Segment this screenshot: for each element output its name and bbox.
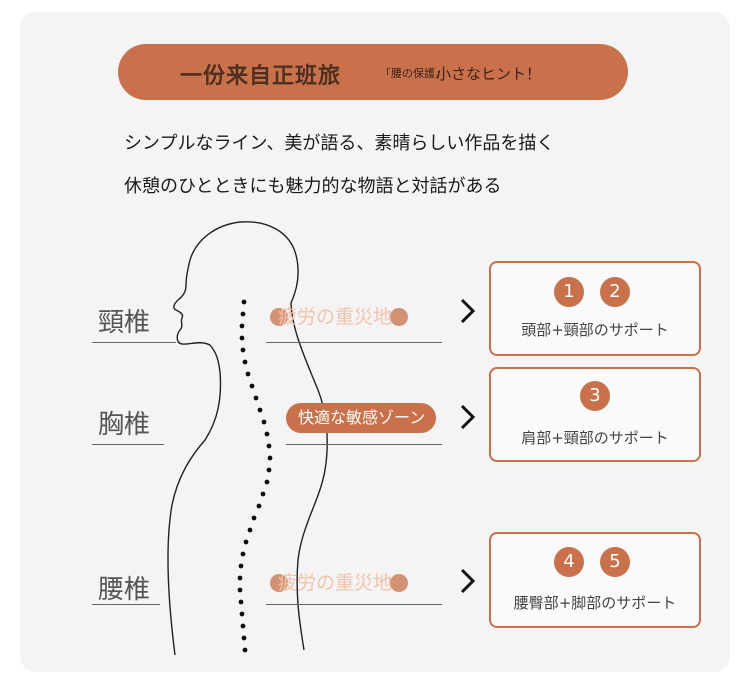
region-label-lumbar: 腰椎: [98, 575, 151, 605]
number-badge: 5: [600, 547, 630, 577]
region-label-thoracic: 胸椎: [98, 410, 151, 440]
tag-dot-right: [390, 574, 408, 592]
tag-cervical: 疲労の重災地: [268, 302, 428, 332]
tag-dot-right: [390, 308, 408, 326]
support-box-thoracic: 3 肩部+頸部のサポート: [489, 367, 701, 462]
underline-lumbar: [92, 604, 160, 605]
number-badge: 4: [554, 547, 584, 577]
number-badge: 3: [580, 381, 610, 411]
tag-dot-left: [270, 574, 288, 592]
support-box-cervical: 1 2 頭部+頸部のサポート: [489, 261, 701, 356]
banner-subtitle: 「腰の保護」: [380, 67, 446, 80]
banner-title: 一份来自正班旅: [180, 64, 342, 89]
tag-underline-thoracic: [286, 444, 442, 445]
chevron-right-icon: [460, 568, 476, 594]
region-label-cervical: 頸椎: [98, 308, 151, 338]
tag-underline-cervical: [266, 342, 442, 343]
tag-underline-lumbar: [266, 604, 442, 605]
underline-thoracic: [92, 444, 164, 445]
chevron-right-icon: [460, 404, 476, 430]
number-badge: 2: [600, 277, 630, 307]
tag-cervical-text: 疲労の重災地: [278, 306, 393, 328]
support-text-thoracic: 肩部+頸部のサポート: [521, 429, 669, 447]
support-box-lumbar: 4 5 腰臀部+脚部のサポート: [489, 532, 701, 628]
underline-cervical: [92, 342, 176, 343]
number-badge: 1: [554, 277, 584, 307]
banner-hint: 小さなヒント！: [436, 65, 542, 83]
tag-lumbar-text: 疲労の重災地: [278, 572, 393, 594]
tag-thoracic: 快適な敏感ゾーン: [286, 403, 436, 433]
spine-dots: [237, 299, 273, 653]
chevron-right-icon: [460, 298, 476, 324]
tag-lumbar: 疲労の重災地: [268, 568, 428, 598]
title-banner: 一份来自正班旅 「腰の保護」 小さなヒント！: [118, 44, 628, 100]
support-text-cervical: 頭部+頸部のサポート: [521, 321, 669, 339]
support-text-lumbar: 腰臀部+脚部のサポート: [513, 594, 677, 612]
tag-dot-left: [270, 308, 288, 326]
description-line-2: 休憩のひとときにも魅力的な物語と対話がある: [124, 176, 502, 197]
description-line-1: シンプルなライン、美が語る、素晴らしい作品を描く: [124, 133, 555, 154]
